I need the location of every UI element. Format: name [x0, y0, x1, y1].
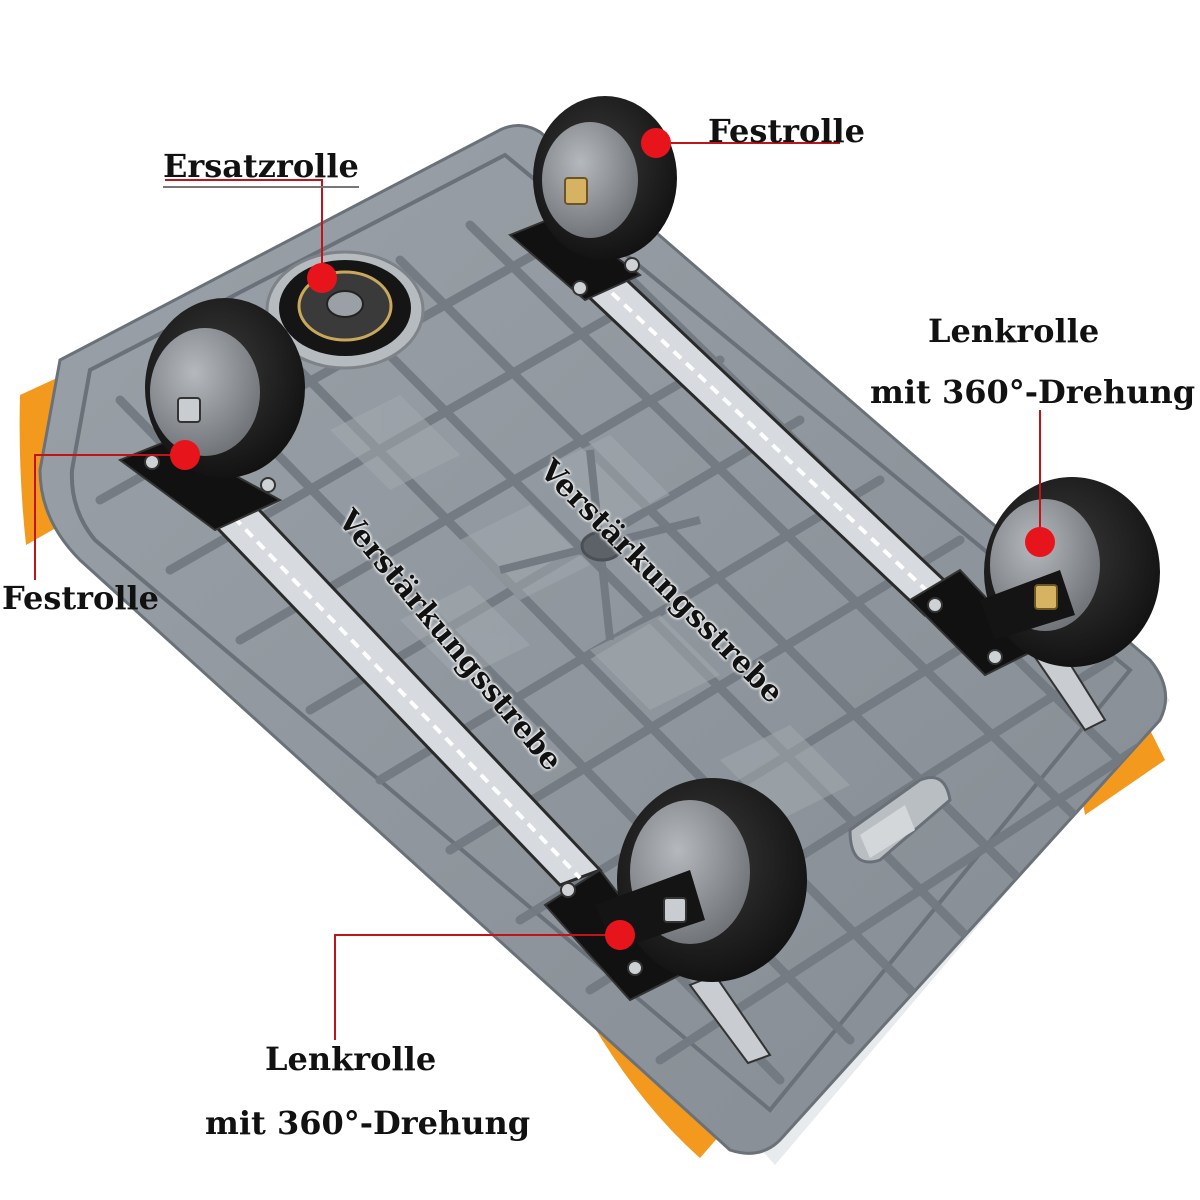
marker-swivel-bottom	[605, 920, 635, 950]
corner-bumper-bottom	[590, 1020, 720, 1158]
platform-deck	[38, 124, 1168, 1155]
handle-slot	[848, 776, 952, 864]
marker-fixed-left	[170, 440, 200, 470]
label-fixed-wheel-left: Festrolle	[2, 579, 159, 617]
label-swivel-bottom-line2: mit 360°-Drehung	[205, 1104, 531, 1142]
markers	[170, 128, 1055, 950]
center-hub-ribs	[499, 449, 701, 641]
label-spare-wheel: Ersatzrolle	[163, 150, 359, 188]
label-fixed-wheel-top: Festrolle	[708, 112, 865, 150]
corner-bumper-right	[1080, 730, 1165, 815]
label-swivel-right-line2: mit 360°-Drehung	[870, 373, 1196, 411]
marker-swivel-right	[1025, 527, 1055, 557]
wheel-swivel-right	[908, 477, 1160, 677]
marker-fixed-top	[641, 128, 671, 158]
marker-spare-wheel	[307, 263, 337, 293]
wheel-fixed-left	[117, 298, 305, 532]
label-swivel-bottom-line1: Lenkrolle	[265, 1040, 437, 1078]
leader-lines	[34, 142, 1041, 1040]
label-swivel-right-line1: Lenkrolle	[928, 312, 1100, 350]
wheel-fixed-top	[508, 96, 677, 302]
